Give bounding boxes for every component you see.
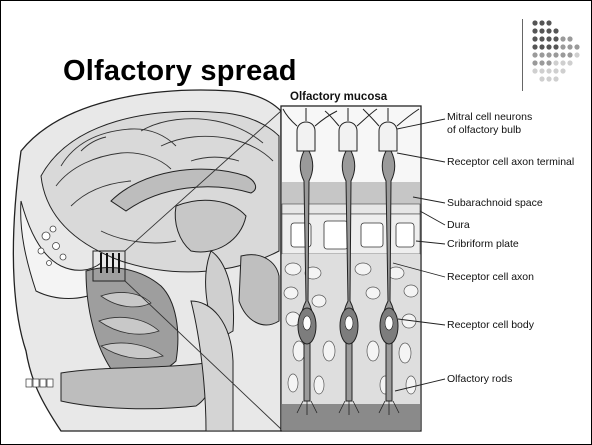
label-mitral-line1: Mitral cell neurons [447, 111, 532, 124]
label-olfactory-rods: Olfactory rods [447, 373, 512, 386]
head-section [13, 90, 281, 431]
label-subarachnoid: Subarachnoid space [447, 197, 543, 210]
slide-title: Olfactory spread [63, 55, 297, 88]
label-receptor-axon: Receptor cell axon [447, 271, 534, 284]
label-cribriform: Cribriform plate [447, 238, 519, 251]
label-mitral-line2: of olfactory bulb [447, 124, 521, 137]
label-receptor-body: Receptor cell body [447, 319, 534, 332]
inset-title: Olfactory mucosa [290, 91, 387, 103]
mucosa-inset [281, 106, 421, 431]
decorative-dots [532, 20, 579, 81]
label-axon-terminal: Receptor cell axon terminal [447, 156, 574, 169]
label-dura: Dura [447, 219, 470, 232]
title-divider-line [522, 19, 523, 91]
